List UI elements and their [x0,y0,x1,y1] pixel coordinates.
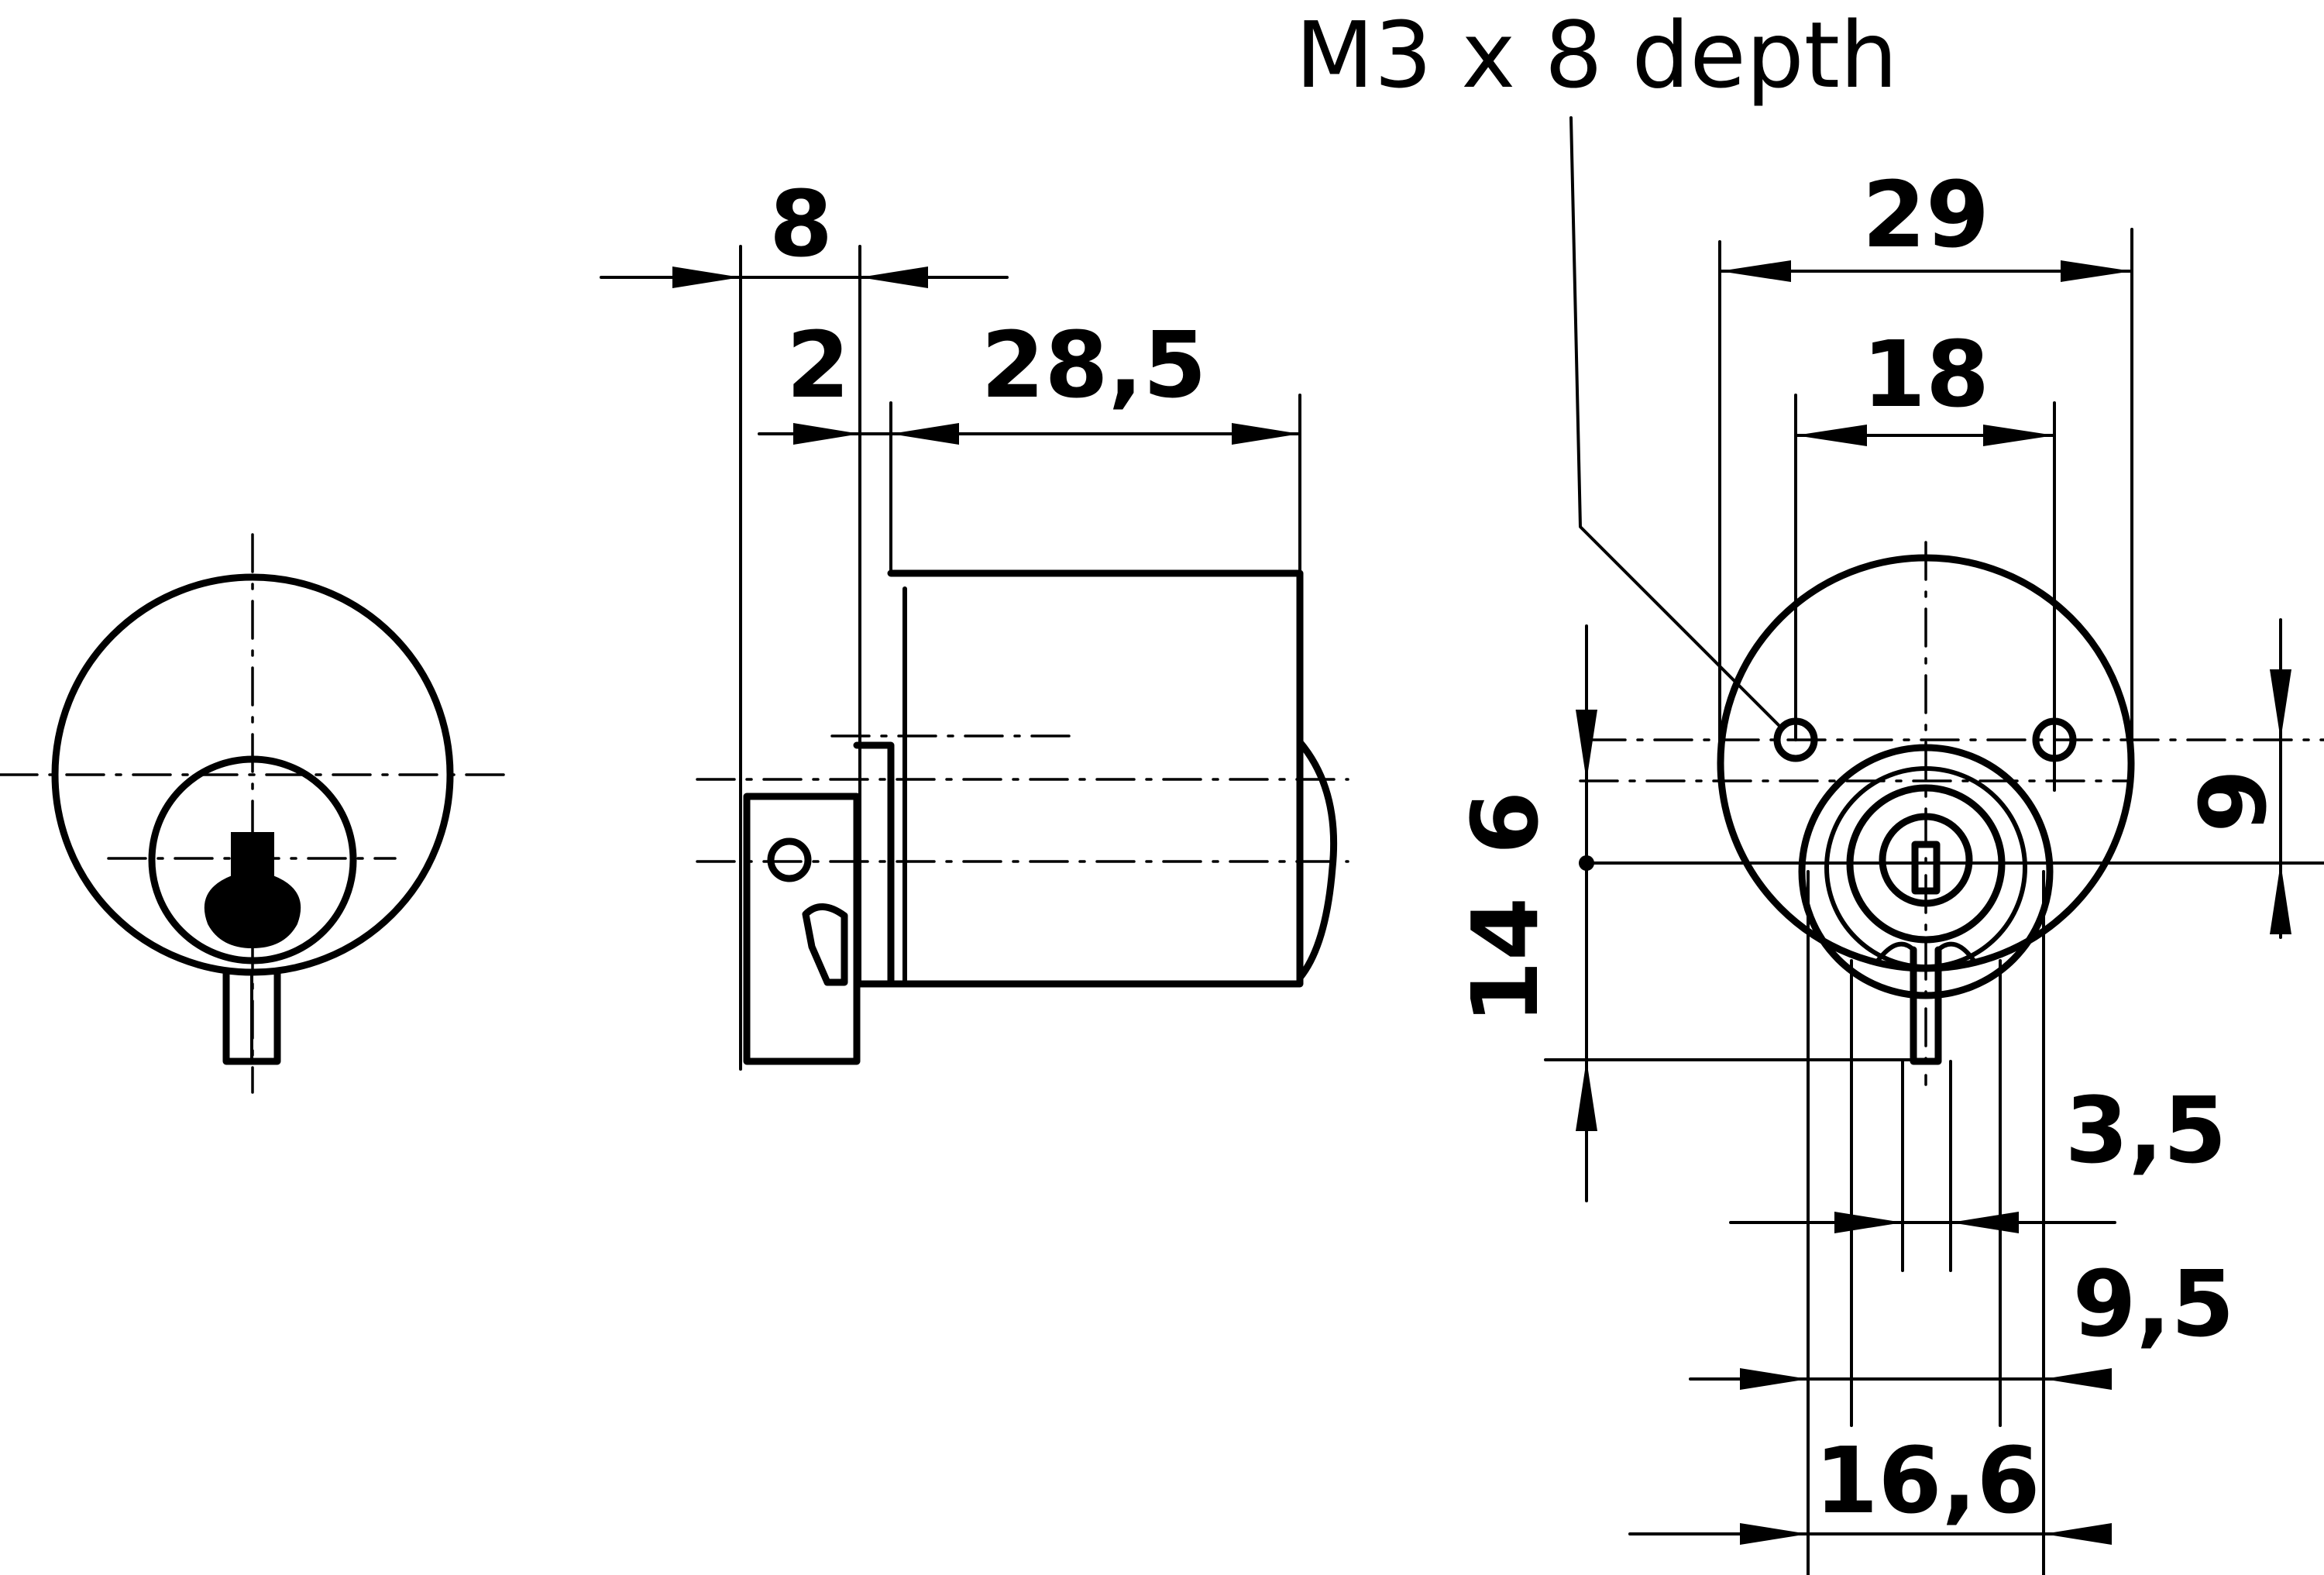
dim-28-5-label: 28,5 [981,311,1206,418]
side-latch [802,903,848,986]
dim-9-5-arrow-right [2044,1368,2112,1390]
dim-2-label: 2 [786,311,850,418]
dim-6-left-label: 6 [1452,791,1559,855]
dim-3-5-label: 3,5 [2064,1077,2226,1184]
dim-3-5-arrow-left [1834,1212,1903,1233]
dim-left-dot [1579,855,1594,871]
dim-16-6-arrow-right [2044,1523,2112,1545]
dim-29-arrow-right [2061,260,2132,282]
dim-9-5-arrow-left [1740,1368,1808,1390]
dim-18-label: 18 [1862,321,1989,428]
dim-29-label: 29 [1862,161,1989,268]
dim-16-6-arrow-left [1740,1523,1808,1545]
dim-14-label: 14 [1452,897,1559,1024]
dim-3-5-arrow-right [1951,1212,2019,1233]
dim-2-arrow [793,423,860,445]
dim-8-label: 8 [769,170,833,277]
dim-16-6-label: 16,6 [1814,1427,2040,1534]
dim-right-arrow-top [2270,669,2291,740]
dim-29-arrow-left [1720,260,1791,282]
side-view: 8 2 28,5 [600,170,1349,1071]
dim-28-5-arrow-left [891,423,959,445]
dim-6-right-label: 6 [2177,769,2284,833]
dim-9-5-label: 9,5 [2072,1250,2234,1357]
dim-left-arrow-top [1576,710,1597,781]
side-flange [743,793,861,1065]
dim-left-arrow-bottom [1576,1060,1597,1131]
side-flange-step [853,741,895,988]
front-keyway [204,832,301,949]
end-tab-collar [1875,941,1976,963]
end-view: 29 18 M3 x 8 depth 6 14 6 3,5 [1295,2,2324,1575]
side-hole [767,837,812,882]
end-key-slot [1911,841,1941,895]
thread-note: M3 x 8 depth [1295,2,1898,108]
dim-18-arrow-right [1983,425,2054,446]
dim-18-arrow-left [1796,425,1867,446]
dim-8-arrow-right [860,267,928,288]
front-view [0,533,505,1094]
dim-28-5-arrow-right [1232,423,1300,445]
dim-right-arrow-bottom [2270,863,2291,934]
dim-8-arrow-left [672,267,741,288]
side-end-bulge [1296,738,1338,982]
thread-leader [1569,116,1783,730]
